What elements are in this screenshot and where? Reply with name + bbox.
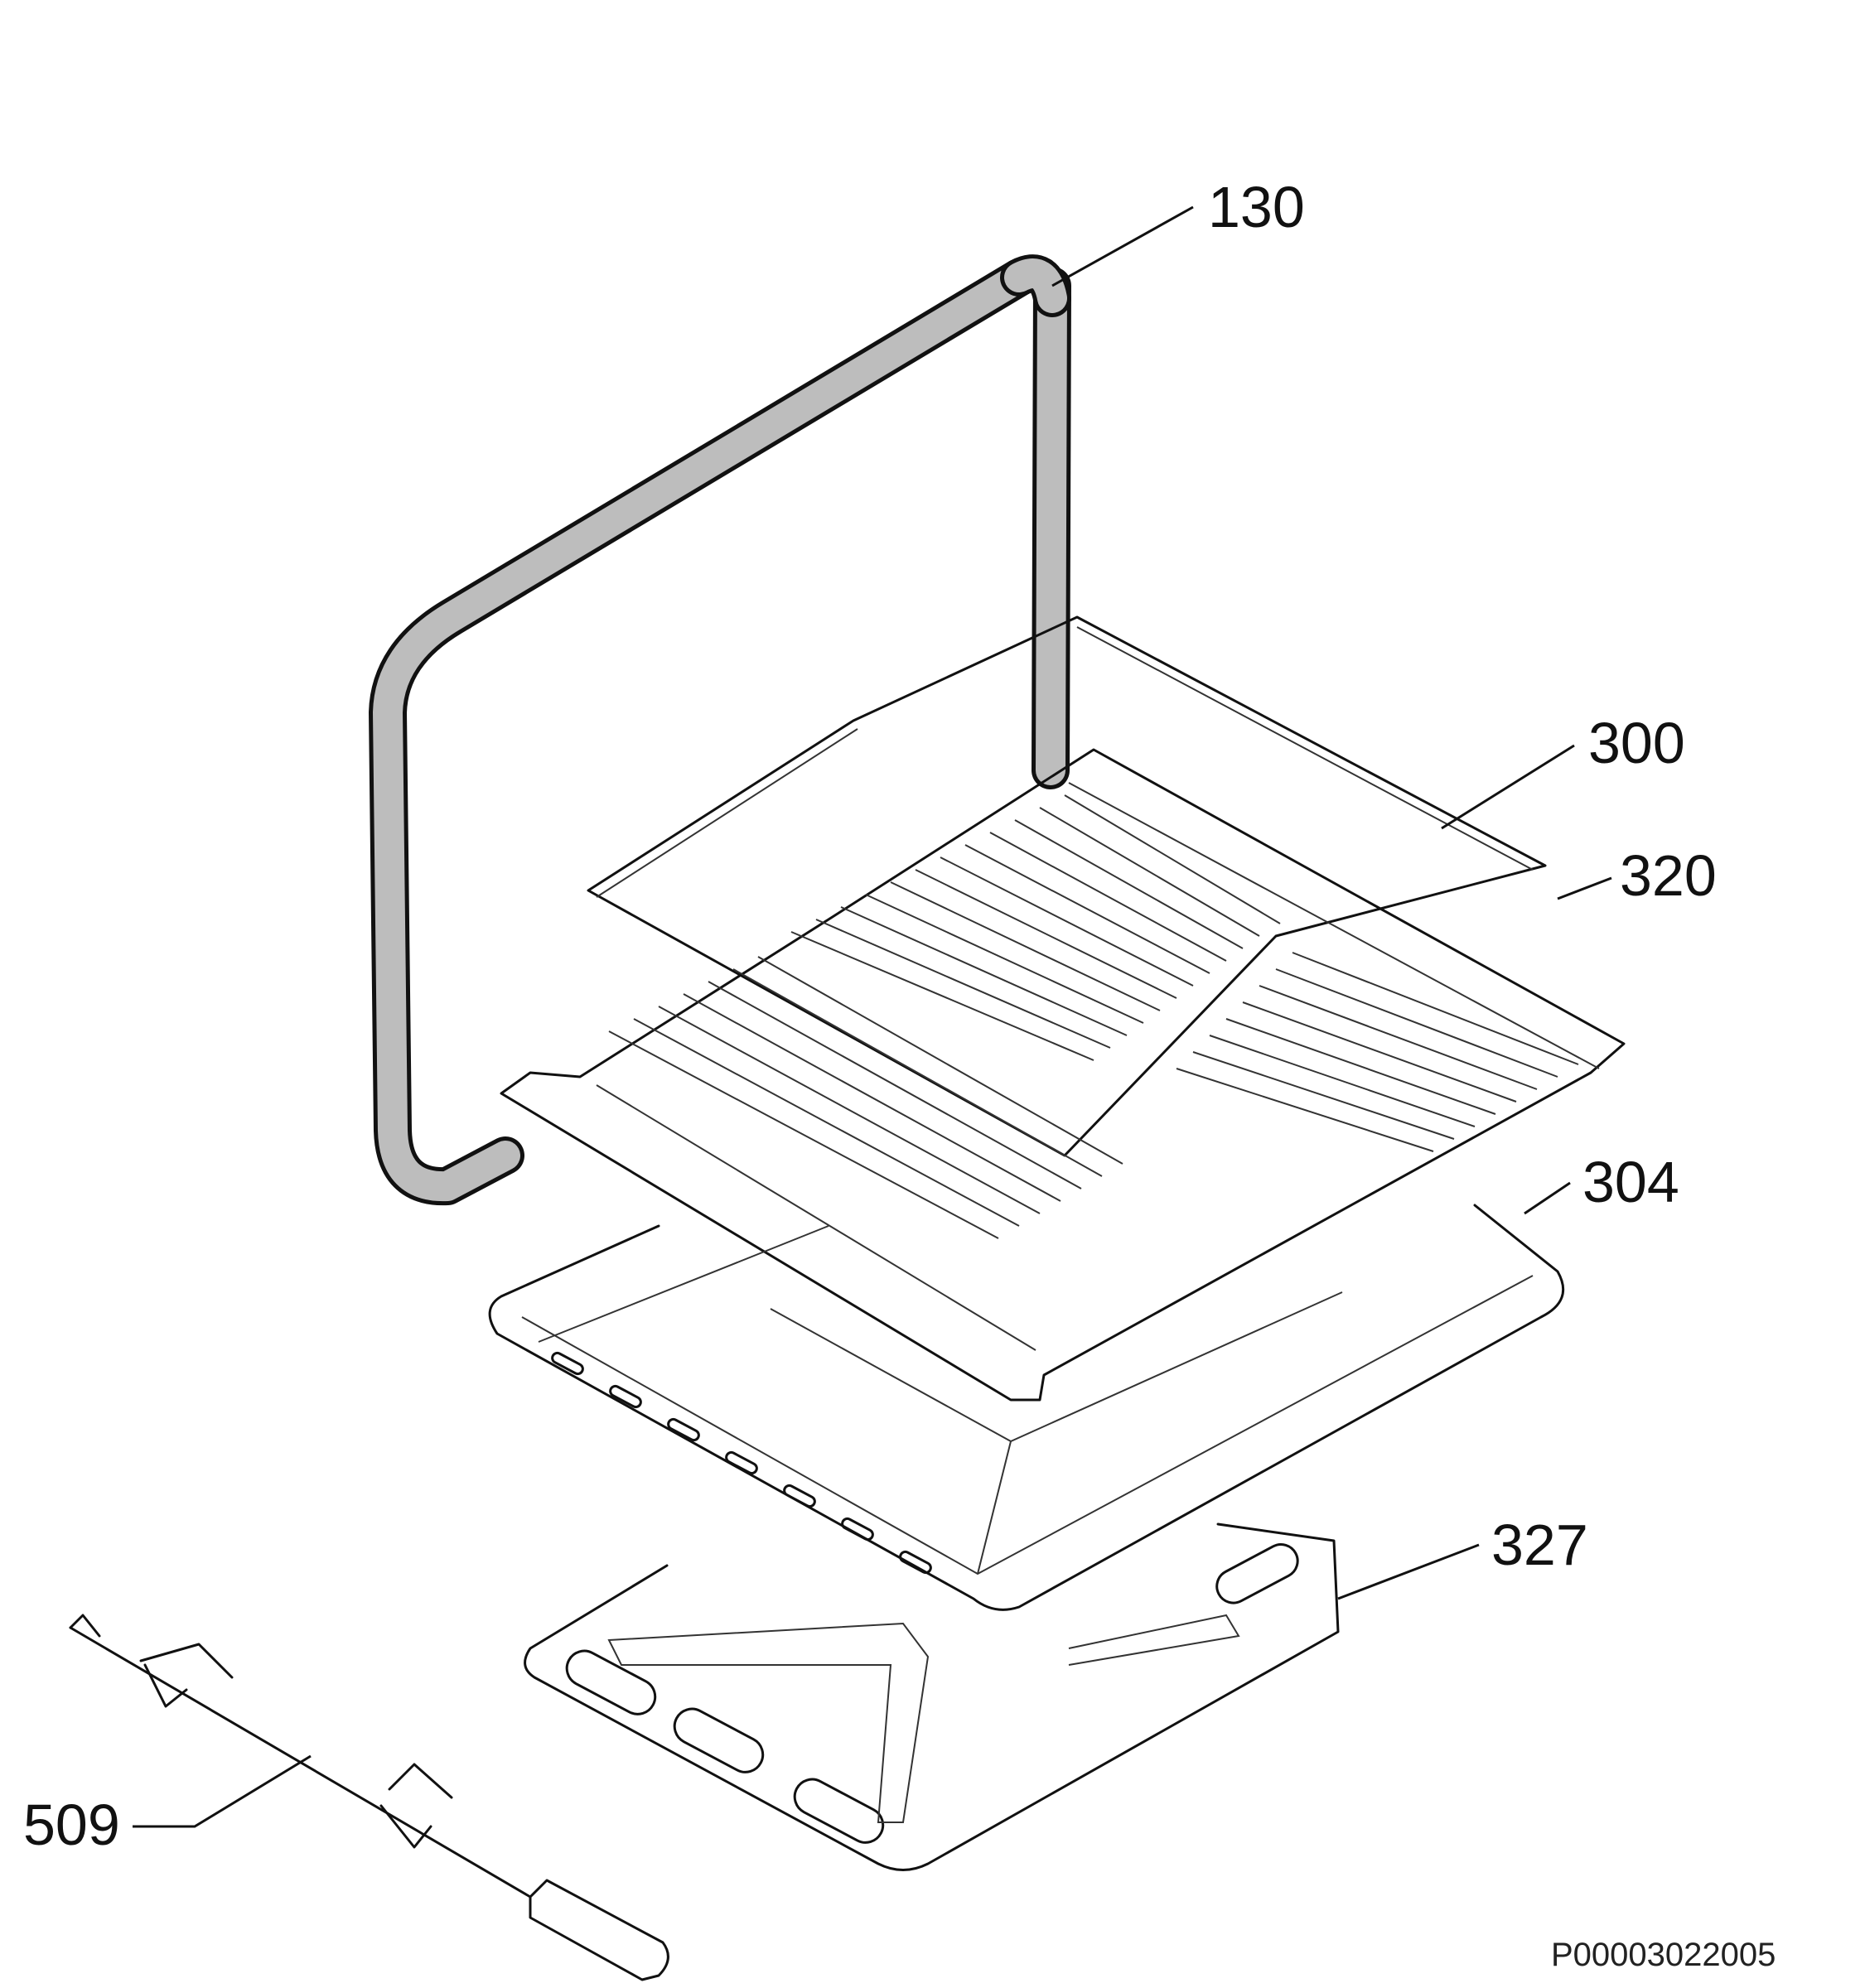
wire-rack-bars	[608, 794, 1579, 1239]
drawing-reference-number: P00003022005	[1551, 1937, 1776, 1973]
callout-304: 304	[1582, 1150, 1679, 1214]
leader-lines	[133, 205, 1612, 1828]
wire-rack	[500, 748, 1626, 1402]
tray-slots	[551, 1351, 932, 1575]
leader-130	[1051, 205, 1194, 287]
rotisserie-spit	[69, 1614, 669, 1981]
callout-130: 130	[1208, 175, 1305, 239]
door-gasket	[369, 254, 1071, 1206]
callout-300: 300	[1588, 711, 1685, 775]
leader-320	[1557, 876, 1612, 900]
base-tray	[524, 1522, 1340, 1871]
callout-327: 327	[1491, 1513, 1588, 1577]
leader-509	[133, 1754, 312, 1828]
leader-304	[1524, 1181, 1571, 1215]
callout-320: 320	[1620, 843, 1717, 908]
baking-tray	[488, 1204, 1565, 1611]
leader-300	[1441, 744, 1575, 830]
callout-509: 509	[23, 1793, 120, 1857]
leader-327	[1337, 1543, 1480, 1600]
